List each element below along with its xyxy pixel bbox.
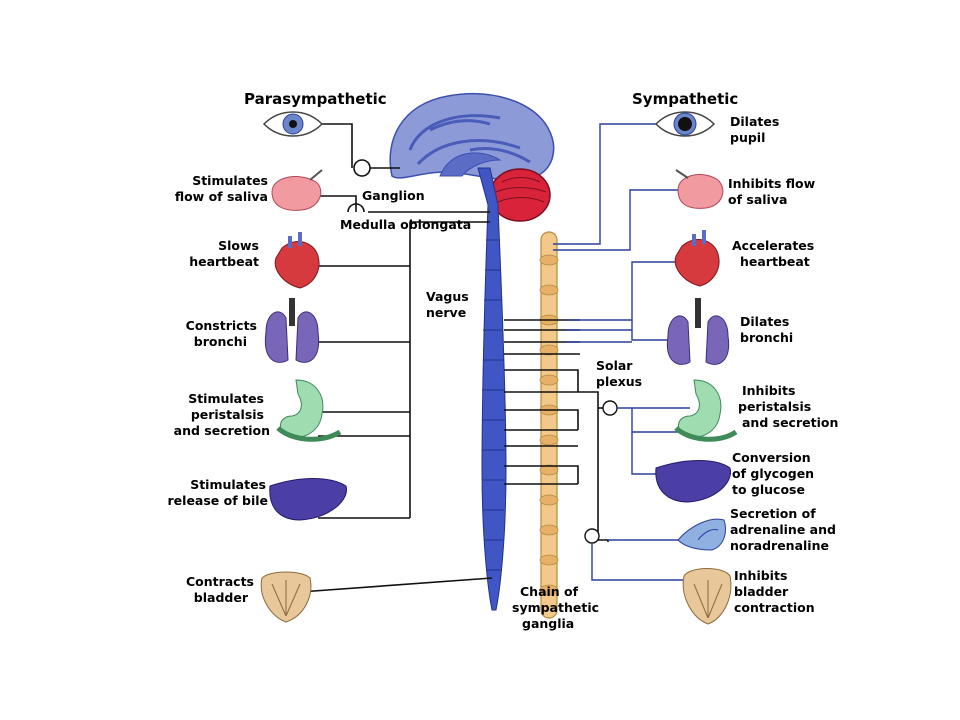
salivary-gland-left-icon — [271, 169, 323, 211]
lungs-right-label-2: bronchi — [740, 330, 793, 345]
lungs-right-label-1: Dilates — [740, 314, 789, 329]
heart-left-icon — [274, 232, 320, 289]
heart-label-2: heartbeat — [189, 254, 259, 269]
lungs-left-icon — [264, 298, 320, 363]
chain-label-1: Chain of — [520, 584, 579, 599]
lungs-label-2: bronchi — [194, 334, 247, 349]
stomach-right-label-3: and secretion — [742, 415, 838, 430]
spinal-cord — [477, 167, 507, 611]
solar-plexus-label-1: Solar — [596, 358, 633, 373]
bladder-right-icon — [682, 568, 732, 625]
vagus-nerve-label-1: Vagus — [426, 289, 469, 304]
pupil-label-2: pupil — [730, 130, 765, 145]
heart-right-label-2: heartbeat — [740, 254, 810, 269]
saliva-right-label-1: Inhibits flow — [728, 176, 816, 191]
sympathetic-effects: Dilates pupil Inhibits flow of saliva Ac… — [728, 114, 838, 615]
liver-right-label-1: Conversion — [732, 450, 811, 465]
liver-right-icon — [655, 460, 732, 503]
cerebellum — [489, 168, 551, 222]
bladder-left-icon — [260, 571, 312, 623]
sympathetic-chain — [539, 231, 559, 619]
stomach-right-label-1: Inhibits — [742, 383, 795, 398]
medulla-oblongata-label: Medulla oblongata — [340, 217, 471, 232]
heart-right-label-1: Accelerates — [732, 238, 814, 253]
parasympathetic-effects: Stimulates flow of saliva Slows heartbea… — [168, 173, 270, 605]
bladder-right-label-1: Inhibits — [734, 568, 787, 583]
adrenal-gland-right-icon — [677, 518, 726, 551]
heart-right-icon — [674, 230, 720, 287]
bladder-label-1: Contracts — [186, 574, 254, 589]
liver-label-2: release of bile — [168, 493, 268, 508]
liver-right-label-2: of glycogen — [732, 466, 814, 481]
saliva-right-label-2: of saliva — [728, 192, 787, 207]
heart-label-1: Slows — [218, 238, 259, 253]
liver-right-label-3: to glucose — [732, 482, 805, 497]
bladder-right-label-2: bladder — [734, 584, 789, 599]
pupil-label-1: Dilates — [730, 114, 779, 129]
saliva-label-2: flow of saliva — [175, 189, 268, 204]
stomach-label-1: Stimulates — [188, 391, 264, 406]
saliva-label-1: Stimulates — [192, 173, 268, 188]
stomach-left-icon — [276, 379, 342, 442]
salivary-gland-right-icon — [675, 169, 724, 209]
stomach-label-3: and secretion — [174, 423, 270, 438]
lungs-label-1: Constricts — [186, 318, 257, 333]
vagus-nerve-label-2: nerve — [426, 305, 466, 320]
adrenal-label-2: adrenaline and — [730, 522, 836, 537]
sympathetic-heading: Sympathetic — [632, 90, 738, 108]
bladder-label-2: bladder — [194, 590, 249, 605]
chain-label-2: sympathetic — [512, 600, 599, 615]
adrenal-label-3: noradrenaline — [730, 538, 829, 553]
ganglion-label: Ganglion — [362, 188, 425, 203]
eye-right-icon — [654, 111, 716, 137]
stomach-right-label-2: peristalsis — [738, 399, 811, 414]
eye-left-icon — [262, 111, 324, 137]
lungs-right-icon — [666, 298, 730, 365]
stomach-label-2: peristalsis — [191, 407, 264, 422]
liver-label-1: Stimulates — [190, 477, 266, 492]
chain-label-3: ganglia — [522, 616, 574, 631]
sympathetic-nerves — [553, 123, 720, 581]
stomach-right-icon — [674, 379, 738, 442]
brain — [389, 93, 555, 182]
bladder-right-label-3: contraction — [734, 600, 815, 615]
adrenal-label-1: Secretion of — [730, 506, 816, 521]
solar-plexus-label-2: plexus — [596, 374, 642, 389]
parasympathetic-heading: Parasympathetic — [244, 90, 387, 108]
liver-left-icon — [269, 478, 347, 521]
